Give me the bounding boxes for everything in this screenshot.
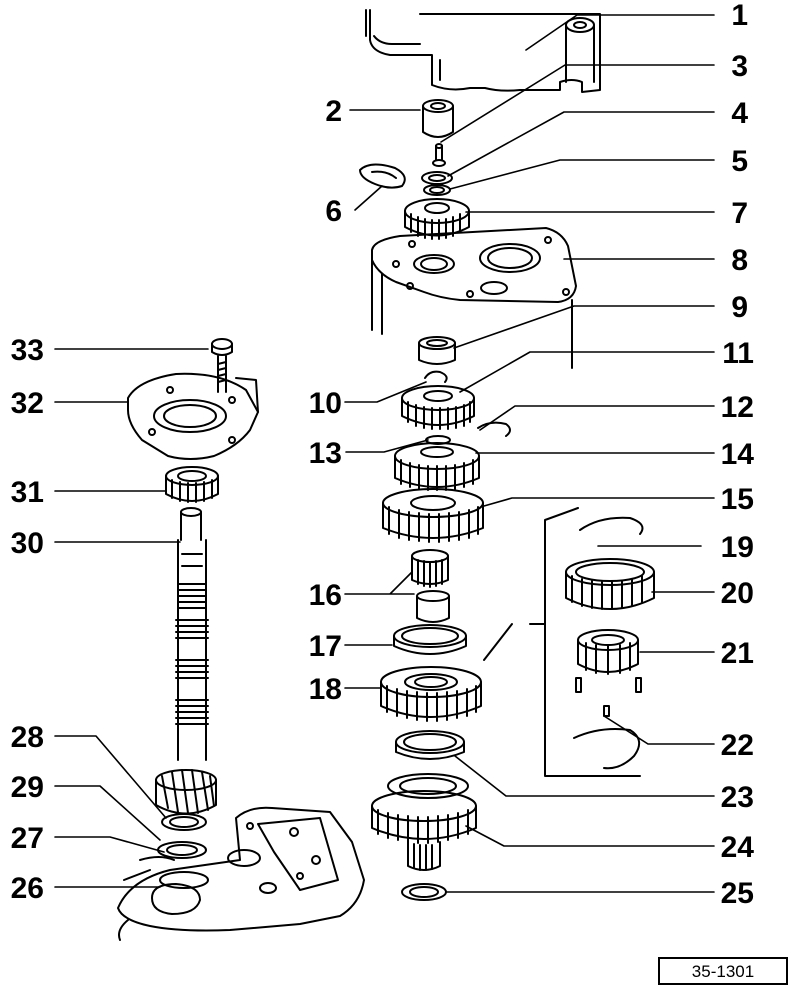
gear-11 <box>401 385 475 430</box>
callout-labels: 1 2 3 4 5 6 7 8 9 10 11 12 13 14 15 16 1… <box>11 0 755 910</box>
callout-26: 26 <box>11 872 44 905</box>
callout-29: 29 <box>11 771 44 804</box>
sleeve <box>422 99 454 138</box>
clip <box>359 163 406 189</box>
callout-21: 21 <box>721 637 754 670</box>
callout-14: 14 <box>721 438 755 471</box>
synchro-ring-23 <box>395 730 465 760</box>
callout-17: 17 <box>309 630 342 663</box>
callout-2: 2 <box>325 95 342 128</box>
callout-11: 11 <box>722 337 754 370</box>
callout-1: 1 <box>731 0 748 32</box>
callout-27: 27 <box>11 822 44 855</box>
upper-housing <box>365 9 601 93</box>
ring-19 <box>579 516 644 535</box>
callout-16: 16 <box>309 579 342 612</box>
callout-32: 32 <box>11 387 44 420</box>
gear-14 <box>394 442 480 491</box>
callout-24: 24 <box>721 831 755 864</box>
callout-19: 19 <box>721 531 754 564</box>
spring-22 <box>573 728 641 770</box>
callout-10: 10 <box>309 387 342 420</box>
callout-6: 6 <box>325 195 342 228</box>
washer-25 <box>401 883 447 901</box>
gear-top <box>404 198 470 240</box>
gear-24 <box>371 773 477 871</box>
callout-23: 23 <box>721 781 754 814</box>
callout-7: 7 <box>731 197 748 230</box>
needle-bearing-top <box>418 336 456 365</box>
callout-30: 30 <box>11 527 44 560</box>
callout-31: 31 <box>11 476 44 509</box>
callout-4: 4 <box>731 97 748 130</box>
leader-lines <box>54 14 715 893</box>
synchro-sleeve-20 <box>565 558 655 610</box>
needle-bearings-16 <box>411 549 450 623</box>
figure-reference: 35-1301 <box>692 962 754 981</box>
main-shaft <box>155 507 217 815</box>
callout-20: 20 <box>721 577 754 610</box>
callout-13: 13 <box>309 437 342 470</box>
synchro-gear-18 <box>380 666 482 722</box>
callout-33: 33 <box>11 334 44 367</box>
callout-22: 22 <box>721 729 754 762</box>
callout-15: 15 <box>721 483 754 516</box>
detail-bracket <box>483 507 641 777</box>
pin <box>432 143 446 167</box>
callout-5: 5 <box>731 145 748 178</box>
callout-28: 28 <box>11 721 44 754</box>
bolt-33 <box>211 338 233 393</box>
callout-8: 8 <box>731 244 748 277</box>
callout-9: 9 <box>731 291 748 324</box>
roller-bearing-31 <box>165 466 219 503</box>
callout-25: 25 <box>721 877 754 910</box>
washers <box>421 171 453 196</box>
synchro-hub-21 <box>575 629 642 717</box>
callout-18: 18 <box>309 673 342 706</box>
gear-15 <box>382 488 484 543</box>
intermediate-plate <box>371 227 577 369</box>
figure-reference-box: 35-1301 <box>658 957 788 985</box>
callout-12: 12 <box>721 391 754 424</box>
lower-housing <box>117 806 365 941</box>
circlip <box>424 370 448 383</box>
bearing-cover <box>127 372 259 460</box>
synchro-ring-17 <box>393 624 467 655</box>
callout-3: 3 <box>731 50 748 83</box>
snap-ring <box>477 421 511 437</box>
